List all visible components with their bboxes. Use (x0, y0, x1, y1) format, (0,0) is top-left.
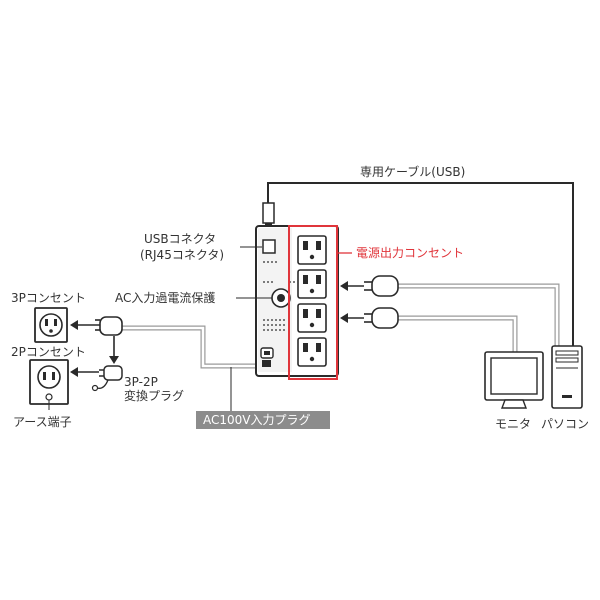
ac-overcurrent-label: AC入力過電流保護 (115, 290, 215, 305)
adapter-left-arrow (70, 367, 78, 377)
outlet-highlight-box (288, 225, 338, 380)
monitor-label: モニタ (495, 417, 531, 431)
overcurrent-breaker (271, 288, 291, 308)
outlet-3 (297, 303, 327, 333)
earth-terminal-label: アース端子 (13, 415, 72, 429)
rj45-port (262, 239, 276, 254)
output-outlets (297, 235, 327, 367)
outlet-3p-label: 3Pコンセント (11, 291, 86, 305)
outlet-1 (297, 235, 327, 265)
ac-input-plug-3p (70, 316, 123, 336)
pc-tower-icon (551, 345, 583, 409)
outlet-4 (297, 337, 327, 367)
pc-plug (340, 275, 399, 297)
wall-outlet-3p (34, 307, 68, 343)
conversion-plug (91, 365, 123, 392)
outlet-2 (297, 269, 327, 299)
ac-plug-label-box (196, 411, 330, 429)
adapter-label-1: 3P-2P (124, 375, 158, 389)
adapter-label-2: 変換プラグ (124, 388, 184, 403)
ac-plug-label: AC100V入力プラグ (203, 413, 311, 427)
usb-connector-label: USBコネクタ (144, 232, 216, 246)
power-outlets-label: 電源出力コンセント (356, 246, 464, 260)
usb-cable-label: 専用ケーブル(USB) (360, 164, 465, 179)
power-cables (119, 283, 560, 369)
adapter-arrow (109, 336, 119, 364)
monitor-icon (484, 351, 544, 409)
outlet-2p-label: 2Pコンセント (11, 345, 86, 359)
rj45-connector-label: (RJ45コネクタ) (140, 248, 224, 262)
usb-cable (267, 182, 574, 346)
usb-plug (262, 202, 275, 224)
monitor-plug (340, 307, 399, 329)
pc-label: パソコン (541, 417, 589, 431)
wall-outlet-2p (29, 359, 69, 405)
vent-grid (263, 261, 295, 331)
